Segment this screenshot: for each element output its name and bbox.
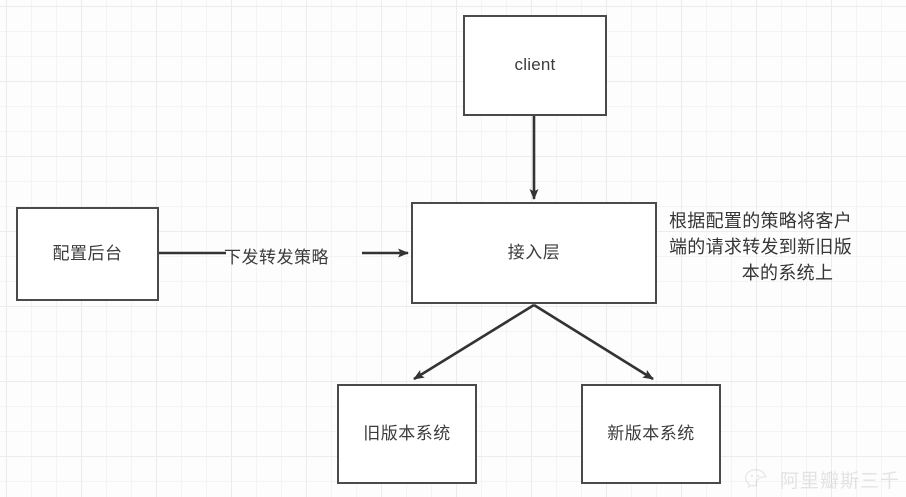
annotation-line-1: 根据配置的策略将客户 [669,211,852,231]
watermark-text: 阿里瓣斯三千 [779,471,900,492]
edge-access-to-new-system [533,303,654,381]
edge-label-deliver-forwarding-policy: 下发转发策略 [224,248,329,267]
node-access-layer-label: 接入层 [507,242,561,262]
node-config-backend-label: 配置后台 [52,243,123,263]
edge-access-to-old-system [413,303,535,381]
node-old-version-system[interactable]: 旧版本系统 [337,384,477,484]
annotation-line-2: 端的请求转发到新旧版 [669,237,852,258]
watermark: 阿里瓣斯三千 [744,466,900,493]
node-client[interactable]: client [463,15,607,116]
node-new-version-system-label: 新版本系统 [607,423,695,443]
node-new-version-system[interactable]: 新版本系统 [581,384,721,484]
wechat-icon [745,468,767,488]
node-old-version-system-label: 旧版本系统 [363,423,451,443]
node-access-layer[interactable]: 接入层 [411,202,657,304]
annotation-line-3: 本的系统上 [741,263,834,284]
node-client-label: client [514,55,556,75]
node-config-backend[interactable]: 配置后台 [16,207,159,301]
annotation-text: 根据配置的策略将客户 端的请求转发到新旧版 本的系统上 [669,208,906,286]
